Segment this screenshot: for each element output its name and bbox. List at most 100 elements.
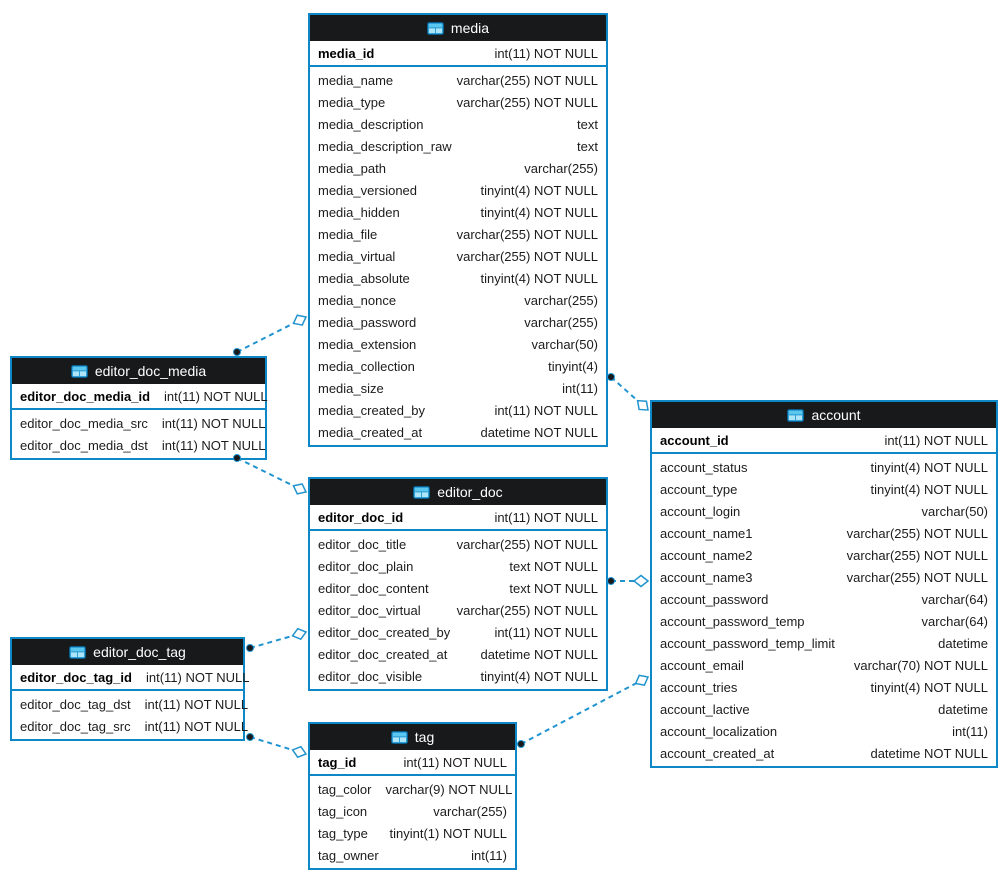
- column-type: int(11): [952, 723, 988, 739]
- relationship-cardinality-diamond: [292, 314, 308, 326]
- column-type: varchar(255) NOT NULL: [846, 569, 988, 585]
- column-name: media_created_at: [318, 424, 423, 440]
- relationship-line-editor_doc_tag-to-editor_doc[interactable]: [249, 631, 307, 649]
- table-header-media[interactable]: media: [310, 15, 606, 41]
- relationship-line-editor_doc_tag-to-tag[interactable]: [249, 736, 307, 755]
- table-header-editor_doc[interactable]: editor_doc: [310, 479, 606, 505]
- column-type: tinyint(4): [548, 358, 598, 374]
- column-type: int(11) NOT NULL: [144, 696, 249, 712]
- column-type: varchar(255): [524, 292, 598, 308]
- relationship-line-editor_doc_media-to-media[interactable]: [236, 316, 307, 353]
- column-name: editor_doc_media_dst: [20, 437, 148, 453]
- column-type: varchar(255) NOT NULL: [456, 226, 598, 242]
- table-header-editor_doc_tag[interactable]: editor_doc_tag: [12, 639, 243, 665]
- relationship-endpoint-dot: [607, 373, 615, 381]
- column-name: account_status: [660, 459, 748, 475]
- relationship-cardinality-diamond: [291, 627, 308, 641]
- relationship-line-editor_doc_media-to-editor_doc[interactable]: [236, 457, 307, 493]
- column-row[interactable]: editor_doc_tag_dst int(11) NOT NULL: [12, 693, 248, 715]
- column-type: varchar(50): [531, 336, 598, 352]
- table-icon: [70, 364, 88, 378]
- column-type: varchar(255) NOT NULL: [846, 547, 988, 563]
- column-type: datetime NOT NULL: [870, 745, 988, 761]
- column-type: int(11) NOT NULL: [494, 510, 598, 525]
- relationship-cardinality-diamond: [634, 674, 650, 686]
- column-name: media_type: [318, 94, 386, 110]
- column-name: account_password_temp: [660, 613, 805, 629]
- relationship-line-media-to-account[interactable]: [610, 376, 649, 411]
- table-title: editor_doc_media: [94, 363, 207, 379]
- column-type: varchar(255) NOT NULL: [456, 536, 598, 552]
- relationship-endpoint-dot: [607, 577, 615, 585]
- relationship-endpoint-dot: [246, 733, 254, 741]
- column-name: editor_doc_tag_dst: [20, 696, 131, 712]
- table-header-editor_doc_media[interactable]: editor_doc_media: [12, 358, 265, 384]
- column-name: media_hidden: [318, 204, 400, 220]
- table-header-tag[interactable]: tag: [310, 724, 515, 750]
- table-header-account[interactable]: account: [652, 402, 996, 428]
- column-type: varchar(9) NOT NULL: [385, 781, 513, 797]
- table-icon: [426, 21, 444, 35]
- table-title: media: [450, 20, 490, 36]
